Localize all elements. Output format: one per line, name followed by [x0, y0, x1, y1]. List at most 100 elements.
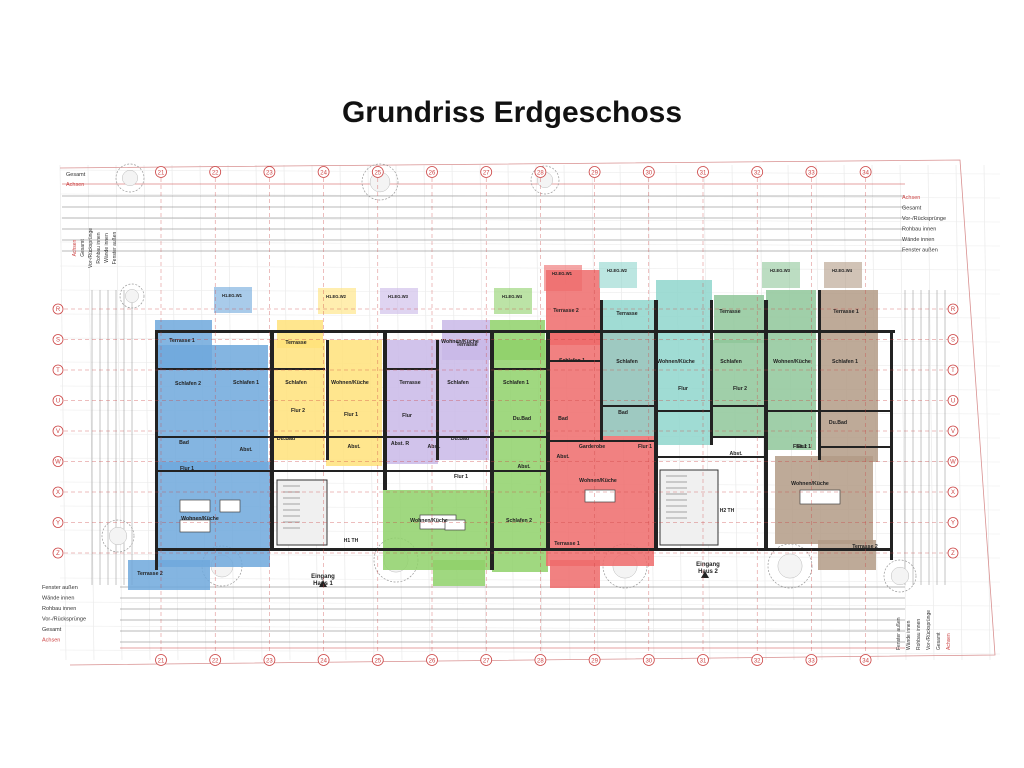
room-label: Flur 1	[454, 474, 468, 480]
room-label: Flur 1	[793, 444, 807, 450]
unit-area	[818, 338, 878, 462]
grid-line	[59, 577, 1001, 583]
axis-circle-bottom	[751, 654, 764, 666]
room-label: Terrasse	[616, 311, 637, 317]
dimension-label-vertical: Achsen	[946, 633, 952, 650]
grid-line	[115, 164, 123, 661]
dimension-label-vertical: Fenster außen	[112, 232, 118, 265]
axis-circle-bottom	[859, 654, 872, 666]
axis-circle-bottom	[697, 654, 709, 666]
room-label: Abst.	[557, 454, 571, 460]
unit-area	[437, 340, 489, 460]
row-letter-left: U	[56, 399, 60, 405]
dimension-label-vertical: Rohbau innen	[916, 619, 922, 650]
axis-number-bottom: 33	[808, 659, 815, 665]
entrance-label: Eingang	[696, 562, 720, 568]
wall	[386, 470, 490, 472]
row-letter-right: T	[951, 368, 955, 374]
grid-line	[927, 164, 935, 661]
unit-tag: H2.EG.W4	[832, 268, 853, 273]
room-label: Terrasse 1	[833, 309, 859, 315]
unit-tag-box	[318, 288, 356, 314]
axis-number-bottom: 31	[700, 659, 707, 665]
room-label: Terrasse 2	[137, 571, 163, 577]
unit-area	[158, 345, 268, 470]
axis-circle-top	[859, 166, 872, 178]
axis-number-bottom: 32	[754, 659, 761, 665]
wall	[656, 410, 710, 412]
tree-icon	[361, 163, 399, 201]
unit-area	[326, 340, 382, 466]
dimension-label-vertical: Fenster außen	[896, 617, 902, 650]
unit-area	[128, 560, 210, 590]
room-label: Schlafen	[285, 380, 307, 386]
stair-core	[276, 479, 328, 546]
unit-area	[600, 340, 656, 436]
room-label: Terrasse	[719, 309, 740, 315]
dimension-label-vertical: Vor-/Rücksprünge	[88, 228, 94, 268]
entrance-label: Haus 1	[313, 581, 333, 587]
dimension-label-vertical: Wände innen	[104, 233, 110, 263]
axis-circle-bottom	[534, 654, 547, 666]
axis-circle-top	[371, 166, 384, 178]
axis-circle-bottom	[371, 654, 384, 666]
unit-h1w3	[386, 320, 490, 464]
wall	[158, 548, 278, 551]
wall	[600, 300, 603, 440]
wall	[546, 440, 654, 442]
dimension-label-bottom: Vor-/Rücksprünge	[42, 617, 86, 623]
grid-line	[59, 241, 1001, 247]
wall	[386, 436, 490, 438]
row-letter-left: Z	[56, 551, 60, 557]
dimension-label-vertical: Achsen	[72, 239, 78, 256]
axis-circle-left	[52, 517, 64, 528]
room-label: Wohnen/Küche	[773, 359, 811, 365]
wall	[158, 368, 270, 370]
axis-number-top: 27	[483, 171, 490, 177]
axis-circle-left	[52, 364, 64, 376]
room-label: Abst.	[428, 444, 442, 450]
unit-tag-box	[214, 287, 252, 313]
row-letter-right: W	[950, 460, 956, 466]
unit-tag-box	[599, 262, 637, 288]
room-label: Terrasse 2	[852, 544, 878, 550]
unit-area	[273, 340, 325, 460]
wall	[654, 300, 658, 550]
axis-number-bottom: 21	[158, 659, 165, 665]
grid-line	[59, 217, 1001, 223]
axis-circle-bottom	[209, 654, 222, 666]
room-label: Bad	[618, 410, 628, 416]
axis-circle-top	[155, 166, 167, 178]
room-label: Wohnen/Küche	[331, 380, 369, 386]
room-label: Garderobe	[579, 444, 605, 450]
unit-tag: H1.EG.W2	[326, 294, 347, 299]
axis-number-bottom: 27	[483, 659, 490, 665]
unit-tag-box	[380, 288, 418, 314]
unit-area	[550, 560, 600, 588]
wall	[546, 360, 600, 362]
row-letter-left: S	[56, 338, 60, 344]
axis-number-bottom: 22	[212, 659, 219, 665]
axis-number-top: 30	[645, 171, 652, 177]
room-label: Du.Bad	[513, 416, 531, 422]
row-letter-right: X	[951, 490, 955, 496]
axis-circle-bottom	[317, 654, 330, 666]
room-label: Schlafen	[447, 380, 469, 386]
tree-icon	[125, 289, 139, 303]
furniture	[179, 499, 211, 513]
wall	[493, 470, 546, 472]
unit-tag: H1.EG.W3	[388, 294, 409, 299]
axis-circle-right	[947, 547, 959, 559]
axis-number-bottom: 29	[591, 659, 598, 665]
unit-h1w2	[273, 320, 382, 466]
room-label: Flur	[678, 386, 688, 392]
wall	[490, 330, 494, 570]
room-label: Bad	[558, 416, 568, 422]
wall	[380, 548, 495, 551]
room-label: Terrasse	[285, 340, 306, 346]
room-label: Terrasse 1	[169, 338, 195, 344]
axis-circle-top	[751, 166, 764, 178]
room-label: Schlafen 1	[832, 359, 858, 365]
